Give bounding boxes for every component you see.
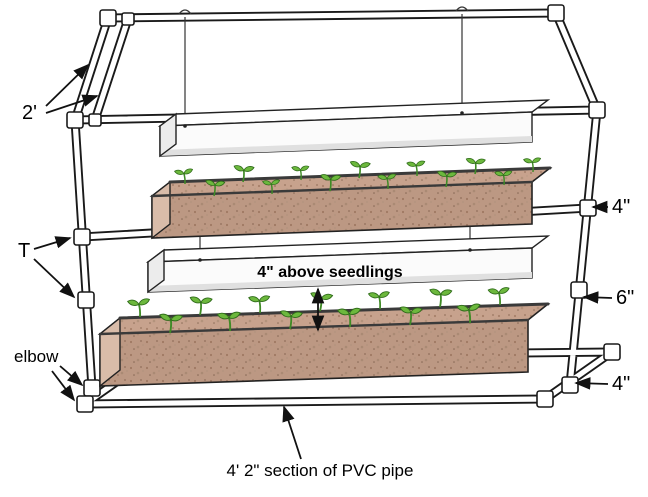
string-knot	[183, 124, 187, 128]
elbow-fitting	[547, 4, 565, 22]
elbow-fitting	[76, 395, 94, 413]
arrow-base-pipe	[282, 405, 302, 460]
arrow-gap-bottom	[574, 377, 609, 390]
seedling-sprout	[188, 295, 214, 317]
label-gap-mid: 6"	[616, 287, 634, 309]
seedling-sprout	[487, 286, 512, 307]
seedling-sprout	[428, 287, 453, 309]
seedling-sprout	[247, 294, 272, 315]
label-base-pipe: 4' 2" section of PVC pipe	[227, 461, 414, 480]
arrow-elbow-b	[51, 370, 76, 402]
elbow-fitting	[536, 390, 554, 408]
seedling-sprout	[308, 291, 334, 314]
elbow-fitting	[83, 379, 101, 397]
elbow-fitting	[603, 343, 621, 361]
elbow-fitting	[99, 9, 117, 27]
label-gap-bottom: 4"	[612, 373, 630, 395]
elbow-fitting	[561, 376, 579, 394]
string-knot	[460, 111, 464, 115]
seedling-sprout	[126, 297, 152, 319]
labels: 2' T elbow 4" 6" 4" 4" above seedlings 4…	[14, 102, 634, 480]
upper-seedling-tray	[149, 156, 553, 240]
seedling-sprout	[367, 290, 392, 311]
arrow-tee-a	[33, 236, 72, 250]
tee-fitting	[77, 291, 95, 309]
tee-fitting	[66, 111, 84, 129]
annotation-arrows	[33, 63, 613, 460]
string-tie	[178, 9, 192, 15]
lower-light-fixture	[145, 235, 551, 294]
tee-fitting	[121, 12, 135, 26]
arrow-gap-mid	[582, 291, 613, 304]
label-clearance: 4" above seedlings	[257, 264, 403, 281]
tee-fitting	[570, 281, 588, 299]
label-2ft: 2'	[22, 102, 37, 124]
tee-fitting	[588, 101, 606, 119]
tee-fitting	[88, 113, 102, 127]
string-knot	[468, 248, 472, 252]
lower-seedling-tray	[97, 286, 551, 388]
pipe-fittings	[66, 4, 621, 413]
string-tie	[455, 6, 469, 12]
arrow-elbow-a	[59, 365, 84, 387]
label-tee: T	[18, 240, 30, 262]
arrow-2ft-b	[45, 94, 99, 114]
label-elbow: elbow	[14, 347, 59, 366]
string-knot	[198, 258, 202, 262]
upper-light-fixture	[157, 99, 551, 158]
tee-fitting	[73, 228, 91, 246]
arrow-2ft-a	[45, 63, 90, 107]
arrow-tee-b	[33, 258, 76, 299]
tee-fitting	[579, 199, 597, 217]
label-gap-top: 4"	[612, 196, 630, 218]
